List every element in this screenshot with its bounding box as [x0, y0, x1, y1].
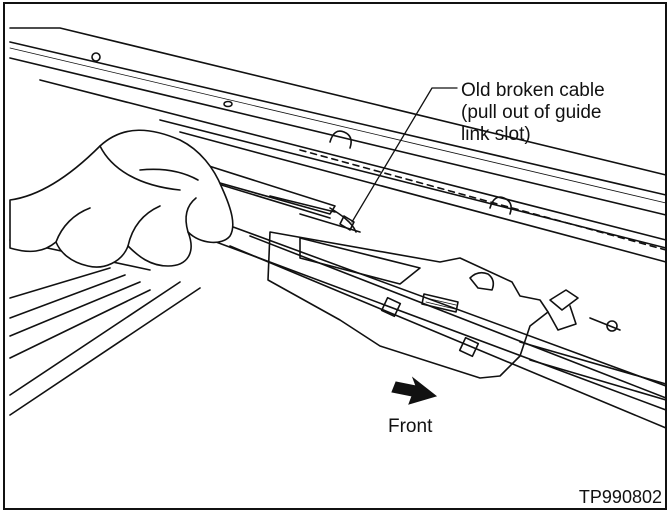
figure-border	[3, 2, 667, 510]
callout-leader-line	[351, 87, 458, 223]
guide-rail	[9, 27, 667, 263]
left-frame	[9, 239, 201, 416]
figure-code: TP990802	[578, 487, 662, 507]
guide-link-bracket	[267, 231, 621, 379]
callout-line: (pull out of guide	[461, 102, 602, 123]
front-direction-label: Front	[388, 416, 433, 437]
front-direction-arrow-icon	[391, 376, 438, 405]
rail-bolt-hole	[91, 52, 101, 62]
callout-line: Old broken cable	[461, 80, 605, 101]
pliers	[189, 159, 336, 219]
callout-line: link slot)	[461, 124, 531, 145]
rail-hole	[223, 100, 233, 108]
callout-label: Old broken cable (pull out of guide link…	[461, 80, 605, 146]
gloved-hand-with-pliers	[9, 129, 234, 268]
